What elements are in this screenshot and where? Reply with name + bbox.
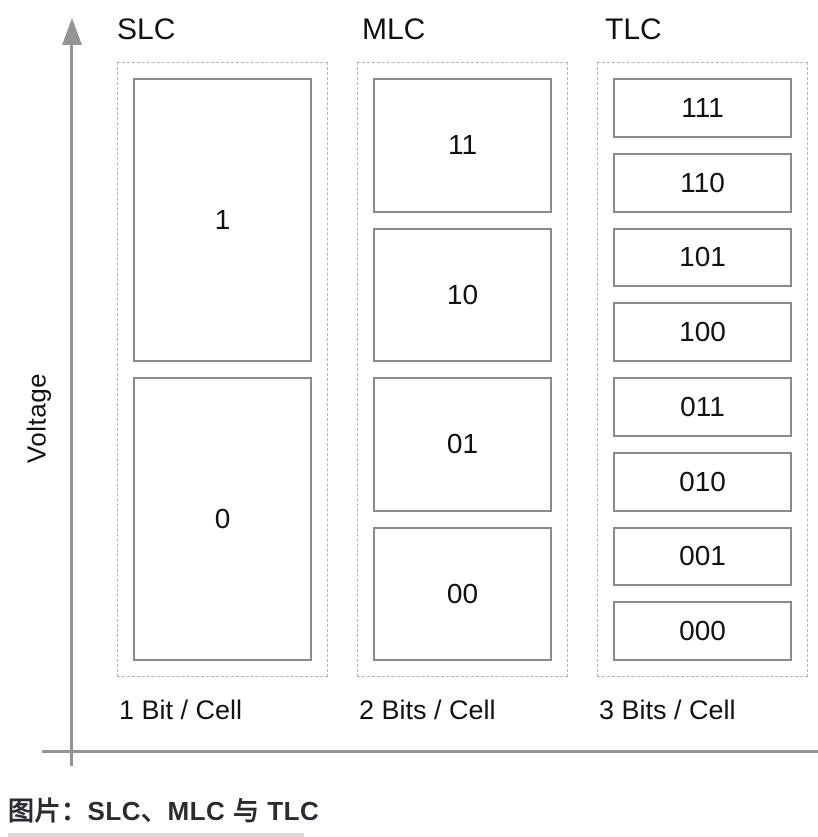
column-title-slc: SLC bbox=[117, 13, 176, 46]
voltage-level-box: 001 bbox=[613, 526, 792, 587]
voltage-level-box: 0 bbox=[133, 377, 312, 661]
column-container-mlc: 11 10 01 00 bbox=[357, 62, 568, 677]
voltage-level-box: 11 bbox=[373, 78, 552, 213]
voltage-level-box: 01 bbox=[373, 377, 552, 512]
voltage-level-box: 100 bbox=[613, 302, 792, 362]
voltage-level-box: 111 bbox=[613, 78, 792, 138]
y-axis-line bbox=[70, 32, 73, 766]
column-title-tlc: TLC bbox=[605, 13, 662, 46]
column-footer-mlc: 2 Bits / Cell bbox=[359, 695, 496, 725]
voltage-level-box: 000 bbox=[613, 601, 792, 661]
column-container-tlc: 111 110 101 100 011 010 001 000 bbox=[597, 62, 808, 677]
voltage-level-box: 10 bbox=[373, 227, 552, 362]
column-title-mlc: MLC bbox=[362, 13, 426, 46]
voltage-level-box: 1 bbox=[133, 78, 312, 362]
column-container-slc: 1 0 bbox=[117, 62, 328, 677]
voltage-level-box: 010 bbox=[613, 451, 792, 512]
column-footer-tlc: 3 Bits / Cell bbox=[599, 695, 736, 725]
voltage-level-box: 011 bbox=[613, 377, 792, 437]
y-axis-label: Voltage bbox=[21, 372, 52, 464]
cropped-text-artifact bbox=[8, 833, 304, 837]
voltage-level-box: 00 bbox=[373, 526, 552, 661]
voltage-level-box: 110 bbox=[613, 152, 792, 213]
up-arrow-icon bbox=[62, 18, 82, 45]
image-caption: 图片：SLC、MLC 与 TLC bbox=[8, 796, 320, 826]
voltage-level-box: 101 bbox=[613, 227, 792, 288]
x-axis-line bbox=[42, 750, 818, 753]
column-footer-slc: 1 Bit / Cell bbox=[119, 695, 243, 725]
